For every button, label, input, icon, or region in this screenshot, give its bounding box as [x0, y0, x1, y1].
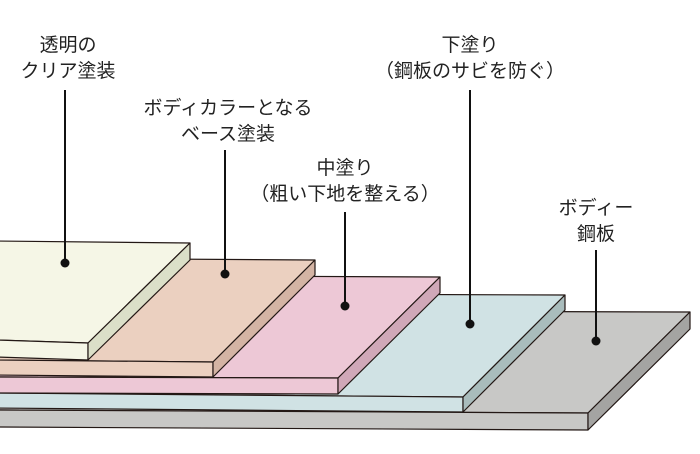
- label-primer: 下塗り （鋼板のサビを防ぐ）: [375, 32, 565, 84]
- label-steel: ボディー 鋼板: [559, 195, 634, 247]
- base-front-face: [0, 359, 214, 378]
- label-clear-line2: クリア塗装: [20, 60, 116, 82]
- base-side-face: [212, 259, 316, 378]
- clear-front-face: [0, 339, 89, 361]
- label-steel-line2: 鋼板: [576, 223, 616, 245]
- label-base-line2: ベース塗装: [180, 123, 276, 145]
- label-primer-line1: 下塗り: [441, 34, 499, 56]
- label-base-line1: ボディカラーとなる: [143, 97, 313, 119]
- label-clear: 透明の クリア塗装: [20, 32, 115, 84]
- primer-leader-dot: [465, 319, 475, 329]
- intermediate-side-face: [337, 276, 441, 395]
- label-intermediate-line2: （粗い下地を整える）: [250, 183, 440, 205]
- steel-side-face: [587, 311, 691, 431]
- label-primer-line2: （鋼板のサビを防ぐ）: [374, 60, 566, 82]
- primer-front-face: [0, 392, 464, 413]
- label-intermediate-line1: 中塗り: [316, 157, 374, 179]
- intermediate-leader-dot: [340, 301, 350, 311]
- steel-front-face: [0, 409, 589, 431]
- clear-leader-dot: [60, 258, 70, 268]
- label-clear-line1: 透明の: [39, 34, 97, 56]
- label-intermediate: 中塗り （粗い下地を整える）: [250, 155, 439, 207]
- label-steel-line1: ボディー: [558, 197, 634, 219]
- primer-side-face: [462, 294, 566, 413]
- intermediate-front-face: [0, 376, 339, 395]
- base-leader-dot: [220, 269, 230, 279]
- clear-side-face: [87, 242, 191, 361]
- label-base: ボディカラーとなる ベース塗装: [143, 95, 312, 147]
- steel-leader-dot: [591, 336, 601, 346]
